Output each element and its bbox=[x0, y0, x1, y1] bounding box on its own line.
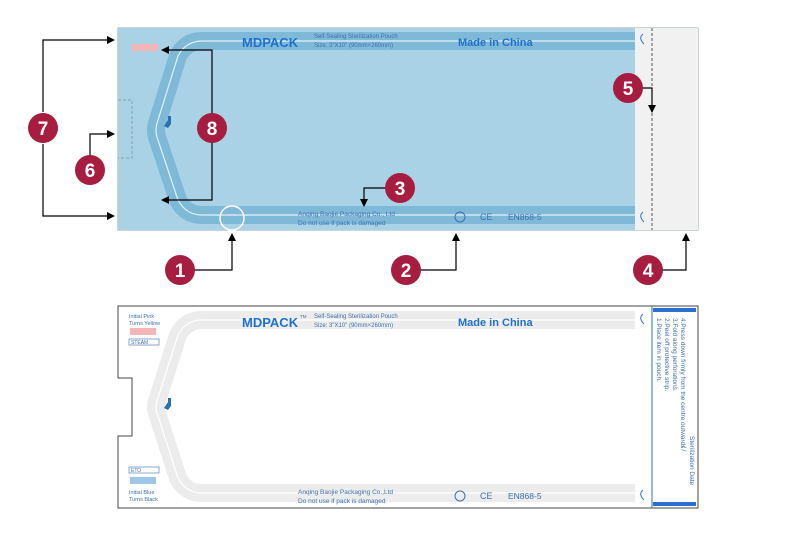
top-brand: MDPACK bbox=[242, 35, 299, 50]
bottom-seal-channel-line bbox=[155, 319, 635, 494]
svg-text:4: 4 bbox=[643, 261, 654, 282]
callout-badge-5: 5 bbox=[613, 73, 643, 103]
top-subtitle-1: Self-Sealing Sterilization Pouch bbox=[314, 34, 398, 40]
top-thumb-notch bbox=[118, 99, 133, 159]
bottom-made-in: Made in China bbox=[458, 317, 533, 329]
bottom-subtitle-1: Self-Sealing Sterilization Pouch bbox=[314, 314, 398, 320]
bottom-pouch: Initial Pink Turns Yellow STEAM ETO Init… bbox=[117, 305, 699, 509]
top-seal-channel-line bbox=[155, 40, 635, 216]
svg-text:5: 5 bbox=[623, 79, 634, 100]
instruction-4: 4.Press down firmly from the centre outw… bbox=[679, 318, 686, 450]
instruction-2: 2.Peel off protective strip. bbox=[663, 318, 670, 391]
bottom-indicator-top-tag: STEAM bbox=[131, 340, 148, 346]
bottom-tm: TM bbox=[300, 314, 307, 319]
top-made-in: Made in China bbox=[458, 37, 533, 49]
bottom-sterilization-date: Sterilization Date / / bbox=[680, 436, 695, 486]
bottom-brand: MDPACK bbox=[242, 315, 299, 330]
top-seal-highlight-circle bbox=[219, 205, 245, 231]
svg-text:2: 2 bbox=[401, 261, 412, 282]
bottom-indicator-top-line2: Turns Yellow bbox=[129, 321, 160, 327]
instruction-1: 1.Place item in pouch. bbox=[655, 318, 662, 382]
callout-badge-7: 7 bbox=[28, 113, 58, 143]
bottom-peel-arrow-icon-2 bbox=[640, 489, 645, 501]
top-peel-arrow-icon-2 bbox=[640, 211, 645, 223]
sterilization-date-label: Sterilization Date bbox=[688, 436, 695, 486]
bottom-subtitle-2: Size: 3"X10" (90mm×260mm) bbox=[314, 323, 393, 329]
instruction-3: 3.Fold along perforations. bbox=[671, 318, 678, 392]
callout-badge-1: 1 bbox=[165, 255, 195, 285]
svg-text:6: 6 bbox=[85, 161, 96, 182]
svg-text:1: 1 bbox=[175, 261, 186, 282]
sterilization-date-separator: / / bbox=[680, 446, 687, 452]
bottom-pouch-outline bbox=[117, 305, 699, 509]
bottom-manufacturer: Anqing Baojie Packaging Co.,Ltd bbox=[298, 489, 393, 496]
bottom-do-not-reuse-icon bbox=[454, 490, 466, 502]
callout-lines bbox=[42, 36, 690, 271]
callout-badge-8: 8 bbox=[197, 113, 227, 143]
bottom-indicator-blue-strip bbox=[130, 477, 156, 484]
callout-badge-4: 4 bbox=[633, 255, 663, 285]
bottom-instructions: 1.Place item in pouch. 2.Peel off protec… bbox=[655, 318, 686, 450]
bottom-press-hand-icon bbox=[164, 398, 171, 410]
callout-badge-3: 3 bbox=[385, 173, 415, 203]
callout-badge-6: 6 bbox=[75, 155, 105, 185]
top-warning: Do not use if pack is damaged bbox=[298, 220, 386, 227]
bottom-indicator-bottom-tag: ETO bbox=[131, 468, 141, 474]
bottom-indicator-bottom-line1: Initial Blue bbox=[129, 490, 154, 496]
bottom-indicator-top-line1: Initial Pink bbox=[129, 314, 154, 320]
bottom-standard: EN868-5 bbox=[508, 491, 542, 501]
bottom-peel-arrow-icon bbox=[640, 313, 645, 325]
bottom-warning: Do not use if pack is damaged bbox=[298, 498, 386, 505]
svg-text:3: 3 bbox=[395, 179, 406, 200]
bottom-flap-top-bar bbox=[653, 308, 696, 312]
bottom-indicator-top-tag-box bbox=[128, 338, 160, 346]
bottom-indicator-bottom-line2: Turns Black bbox=[129, 497, 158, 503]
top-pouch: MDPACK Self-Sealing Sterilization Pouch … bbox=[117, 27, 699, 231]
top-seal-flap bbox=[635, 28, 698, 230]
bottom-flap-bottom-bar bbox=[653, 502, 696, 506]
top-do-not-reuse-icon bbox=[454, 211, 466, 223]
bottom-ce-mark: CE bbox=[480, 491, 493, 501]
bottom-indicator-bottom-tag-box bbox=[128, 466, 160, 474]
top-standard: EN868-5 bbox=[508, 212, 542, 222]
top-subtitle-2: Size: 3"X10" (90mm×260mm) bbox=[314, 43, 393, 49]
top-peel-arrow-icon bbox=[640, 33, 645, 45]
svg-text:8: 8 bbox=[207, 119, 218, 140]
top-ce-mark: CE bbox=[480, 212, 493, 222]
callout-badge-2: 2 bbox=[391, 255, 421, 285]
top-indicator-pink bbox=[132, 44, 158, 51]
bottom-indicator-pink-strip bbox=[130, 328, 156, 335]
svg-text:7: 7 bbox=[38, 119, 49, 140]
top-manufacturer: Anqing Baojie Packaging Co., Ltd bbox=[298, 211, 395, 218]
top-press-hand-icon bbox=[164, 116, 171, 128]
